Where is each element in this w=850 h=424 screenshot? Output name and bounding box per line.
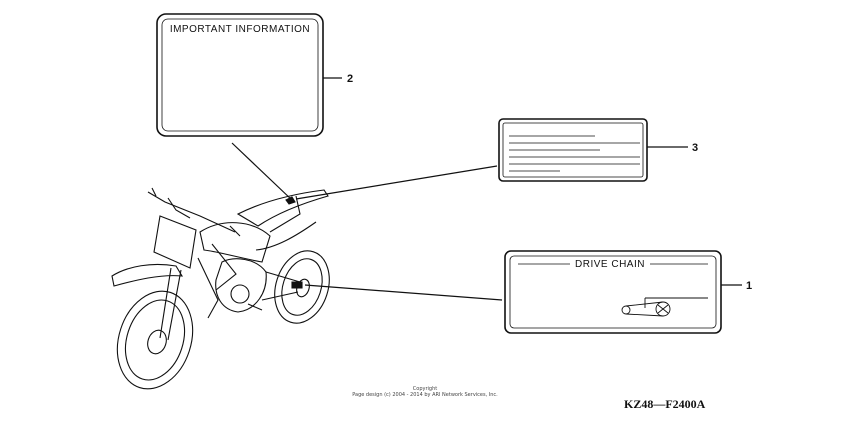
copyright-line-1: Copyright bbox=[412, 386, 438, 392]
copyright-notice: Copyright Page design (c) 2004 - 2014 by… bbox=[300, 386, 550, 398]
motorcycle-illustration bbox=[111, 187, 330, 390]
leader-line-2 bbox=[231, 142, 294, 202]
copyright-line-2: Page design (c) 2004 - 2014 by ARI Netwo… bbox=[352, 392, 498, 398]
leader-line-1 bbox=[304, 284, 503, 301]
part-code: KZ48—F2400A bbox=[624, 397, 706, 411]
callout-number-3[interactable]: 3 bbox=[692, 142, 698, 154]
important-information-label[interactable] bbox=[156, 13, 324, 137]
warning-label-3[interactable] bbox=[498, 118, 648, 182]
important-information-title: IMPORTANT INFORMATION bbox=[170, 24, 310, 35]
drive-chain-icon bbox=[621, 297, 708, 317]
drive-chain-label[interactable] bbox=[504, 250, 722, 334]
callout-number-2[interactable]: 2 bbox=[347, 73, 353, 85]
drive-chain-title: DRIVE CHAIN bbox=[575, 259, 645, 270]
leader-line-3 bbox=[295, 165, 498, 200]
callout-number-1[interactable]: 1 bbox=[746, 280, 752, 292]
